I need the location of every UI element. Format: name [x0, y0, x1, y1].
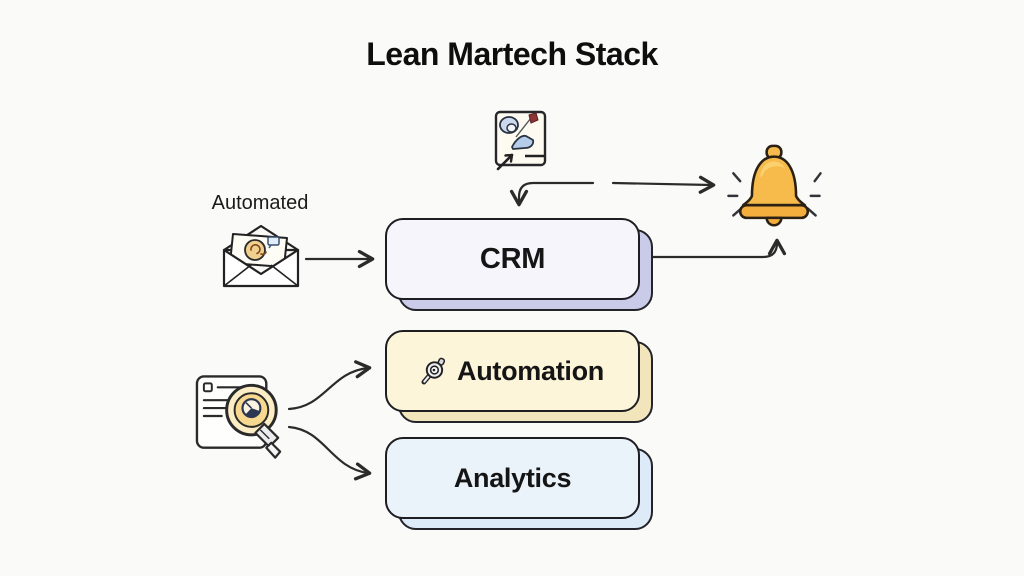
- notification-bell-icon: [727, 144, 822, 227]
- automated-email-icon: [222, 224, 300, 288]
- arrow-search-to-analytics: [287, 425, 372, 481]
- analytics-node-card: Analytics: [385, 437, 640, 519]
- search-report-icon: [195, 375, 282, 459]
- analytics-label: Analytics: [453, 462, 572, 493]
- analytics-node: Analytics: [385, 437, 653, 530]
- arrow-asset-to-crm: [509, 181, 595, 207]
- creative-asset-icon: [494, 110, 547, 171]
- arrow-asset-to-bell: [611, 175, 716, 194]
- automation-node: Automation: [385, 330, 653, 423]
- crm-label: CRM: [479, 242, 546, 275]
- arrow-search-to-automation: [287, 360, 372, 411]
- gear-magnifier-icon: [421, 357, 446, 385]
- diagram-title: Lean Martech Stack: [366, 36, 658, 72]
- arrow-crm-to-bell: [649, 238, 787, 259]
- automated-label: Automated: [211, 192, 309, 214]
- crm-node-card: CRM: [385, 218, 640, 300]
- automation-label: Automation: [457, 355, 604, 386]
- automation-node-card: Automation: [385, 330, 640, 412]
- crm-node: CRM: [385, 218, 653, 311]
